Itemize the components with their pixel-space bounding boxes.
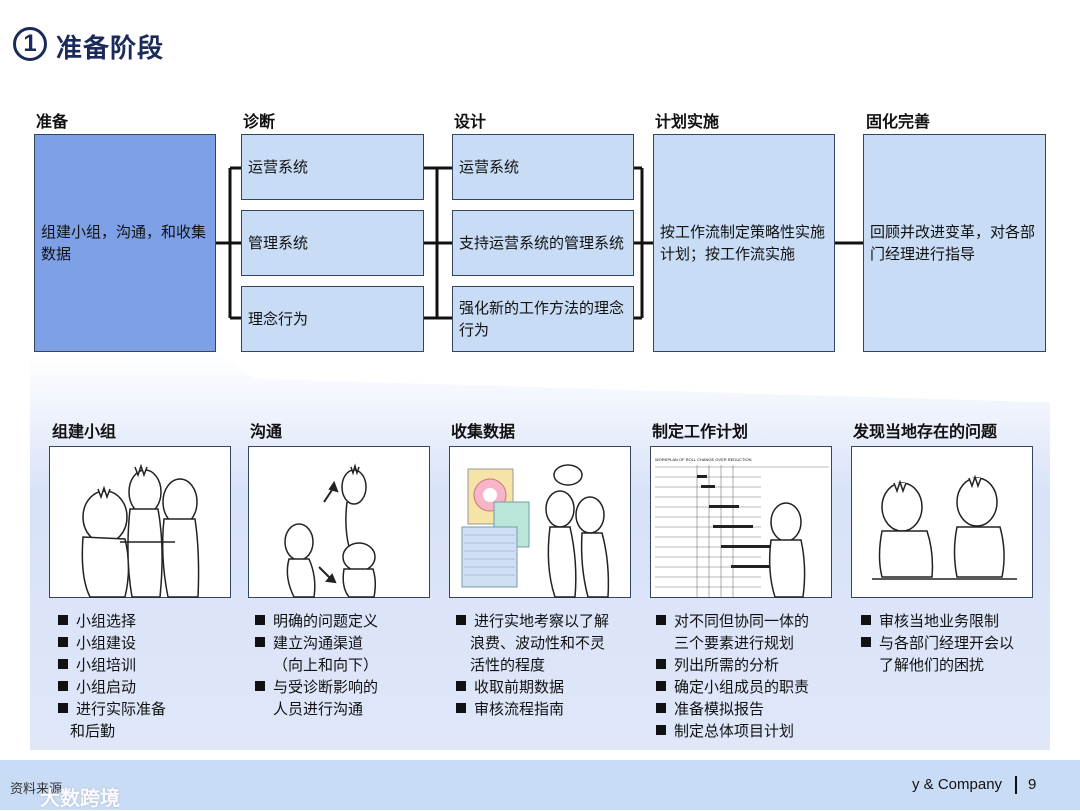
watermark-logo: 大数跨境 (40, 786, 120, 810)
list-item: 小组选择 (58, 610, 166, 632)
list-item: 进行实地考察以了解浪费、波动性和不灵活性的程度 (456, 610, 609, 676)
discussion-illustration (851, 446, 1033, 598)
footer-source-label: 资料来源 (10, 782, 63, 797)
subsection-heading-communication: 沟通 (250, 422, 283, 441)
list-item: 准备模拟报告 (656, 698, 809, 720)
list-item: 明确的问题定义 (255, 610, 378, 632)
step-number-badge: 1 (13, 27, 47, 61)
list-item: 小组启动 (58, 676, 166, 698)
box-diagnose-operations: 运营系统 (241, 134, 424, 200)
bullet-list-communication: 明确的问题定义 建立沟通渠道（向上和向下） 与受诊断影响的人员进行沟通 (255, 610, 378, 720)
list-item: 与受诊断影响的人员进行沟通 (255, 676, 378, 720)
footer-divider (1015, 776, 1017, 794)
workplan-illustration: WORKPLAN OF ROLL CHANGE OVER REDUCTION (650, 446, 832, 598)
phase-header-implement: 计划实施 (655, 112, 720, 131)
phase-header-design: 设计 (454, 112, 487, 131)
phase-header-diagnose: 诊断 (243, 112, 276, 131)
page-number: 9 (1028, 776, 1037, 793)
box-design-operations: 运营系统 (452, 134, 634, 200)
box-implement: 按工作流制定策略性实施计划；按工作流实施 (653, 134, 835, 352)
list-item: 审核当地业务限制 (861, 610, 1014, 632)
subsection-heading-issues: 发现当地存在的问题 (853, 422, 998, 441)
footer-bar (0, 760, 1080, 810)
list-item: 建立沟通渠道（向上和向下） (255, 632, 378, 676)
bullet-list-data: 进行实地考察以了解浪费、波动性和不灵活性的程度 收取前期数据 审核流程指南 (456, 610, 609, 720)
list-item: 列出所需的分析 (656, 654, 809, 676)
page-title: 准备阶段 (56, 34, 165, 64)
list-item: 审核流程指南 (456, 698, 609, 720)
subsection-heading-workplan: 制定工作计划 (652, 422, 749, 441)
box-design-management: 支持运营系统的管理系统 (452, 210, 634, 276)
bullet-list-team: 小组选择 小组建设 小组培训 小组启动 进行实际准备和后勤 (58, 610, 166, 742)
list-item: 小组建设 (58, 632, 166, 654)
list-item: 对不同但协同一体的三个要素进行规划 (656, 610, 809, 654)
box-diagnose-management: 管理系统 (241, 210, 424, 276)
box-design-mindset: 强化新的工作方法的理念行为 (452, 286, 634, 352)
team-meeting-illustration (49, 446, 231, 598)
phase-header-prepare: 准备 (36, 112, 69, 131)
subsection-heading-team: 组建小组 (52, 422, 117, 441)
communication-illustration (248, 446, 430, 598)
box-consolidate: 回顾并改进变革，对各部门经理进行指导 (863, 134, 1046, 352)
list-item: 收取前期数据 (456, 676, 609, 698)
list-item: 确定小组成员的职责 (656, 676, 809, 698)
phase-header-consolidate: 固化完善 (866, 112, 931, 131)
data-collection-illustration (449, 446, 631, 598)
footer-company: y & Company (912, 776, 1003, 793)
list-item: 小组培训 (58, 654, 166, 676)
list-item: 与各部门经理开会以了解他们的困扰 (861, 632, 1014, 676)
subsection-heading-data: 收集数据 (451, 422, 516, 441)
list-item: 制定总体项目计划 (656, 720, 809, 742)
box-prepare: 组建小组，沟通，和收集数据 (34, 134, 216, 352)
list-item: 进行实际准备和后勤 (58, 698, 166, 742)
box-diagnose-mindset: 理念行为 (241, 286, 424, 352)
workplan-document-title: WORKPLAN OF ROLL CHANGE OVER REDUCTION (655, 457, 752, 462)
bullet-list-workplan: 对不同但协同一体的三个要素进行规划 列出所需的分析 确定小组成员的职责 准备模拟… (656, 610, 809, 742)
bullet-list-issues: 审核当地业务限制 与各部门经理开会以了解他们的困扰 (861, 610, 1014, 676)
